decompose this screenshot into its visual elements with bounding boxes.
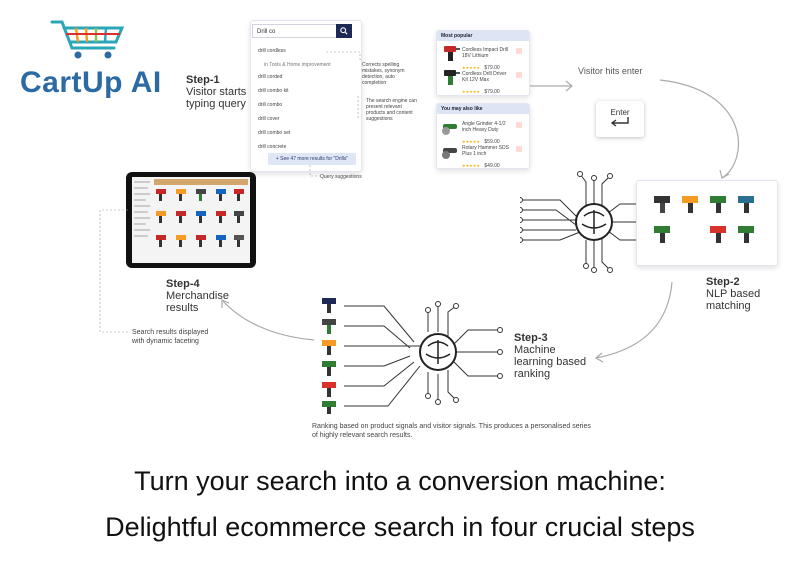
rating: ★★★★★ $59.00 bbox=[462, 130, 500, 148]
faceting-note: Search results displayed with dynamic fa… bbox=[132, 329, 209, 345]
tablet-results bbox=[126, 172, 256, 268]
ml-brain-diagram bbox=[344, 301, 503, 407]
step4-title: Step-4 bbox=[166, 278, 200, 290]
step4-label: Step-4 Merchandise results bbox=[166, 278, 246, 314]
matched-products-grid bbox=[652, 194, 764, 254]
drill-icon bbox=[444, 70, 460, 85]
product-name: Cordless Drill Driver Kit 12V Max bbox=[462, 71, 507, 83]
step2-label: Step-2 NLP based matching bbox=[706, 276, 776, 312]
product-price: $79.00 bbox=[484, 89, 500, 95]
step3-label: Step-3 Machine learning based ranking bbox=[514, 332, 594, 380]
rating: ★★★★★ $49.00 bbox=[462, 154, 500, 172]
ranking-note: Ranking based on product signals and vis… bbox=[312, 423, 591, 439]
nlp-brain-diagram bbox=[520, 171, 650, 273]
cart-add-button[interactable] bbox=[516, 72, 522, 78]
drill-icon bbox=[654, 196, 754, 243]
see-all-results-button[interactable]: + See 47 more results for "Drills" bbox=[268, 153, 356, 165]
product-name: Cordless Impact Drill 18V Lithium bbox=[462, 47, 509, 59]
spelling-annotation: Corrects spelling mistakes, synonym dete… bbox=[362, 62, 405, 86]
drill-icon bbox=[444, 46, 460, 61]
logo-text: CartUp AI bbox=[20, 66, 162, 99]
suggestion-item[interactable]: drill combo kit bbox=[258, 88, 289, 94]
product-row[interactable]: Rotary Hammer SDS Plus 1 inch ★★★★★ $49.… bbox=[440, 142, 522, 169]
suggestion-item[interactable]: drill concrete bbox=[258, 144, 287, 150]
suggestion-item[interactable]: drill combo bbox=[258, 102, 283, 108]
star-rating: ★★★★★ bbox=[462, 163, 480, 168]
annotation-lines bbox=[309, 51, 361, 177]
star-rating: ★★★★★ bbox=[462, 139, 480, 144]
cart-add-button[interactable] bbox=[516, 122, 522, 128]
shopping-cart-icon bbox=[50, 20, 125, 59]
flow-arrow bbox=[594, 281, 673, 363]
angle-grinder-icon bbox=[442, 148, 457, 159]
logo bbox=[48, 18, 128, 60]
may-like-title: You may also like bbox=[437, 104, 529, 114]
flow-arrow bbox=[659, 79, 740, 179]
suggestion-category[interactable]: in Tools & Home improvement bbox=[264, 62, 331, 68]
step3-desc: Machine learning based ranking bbox=[514, 344, 587, 380]
enter-key-label: Enter bbox=[610, 108, 630, 117]
annotation-lines bbox=[99, 209, 130, 333]
tagline-line1: Turn your search into a conversion machi… bbox=[134, 466, 666, 496]
most-popular-title: Most popular bbox=[437, 31, 529, 41]
query-annotation: Query suggestions bbox=[320, 174, 362, 180]
product-price: $49.00 bbox=[484, 163, 500, 169]
tagline-line2: Delightful ecommerce search in four cruc… bbox=[105, 512, 695, 542]
star-rating: ★★★★★ bbox=[462, 65, 480, 70]
search-panel bbox=[250, 20, 362, 172]
suggestion-item[interactable]: drill corded bbox=[258, 74, 283, 80]
flow-arrow bbox=[221, 299, 315, 341]
step1-desc: Visitor starts typing query bbox=[186, 86, 247, 110]
search-button[interactable] bbox=[336, 24, 352, 38]
suggestion-item[interactable]: drill combo set bbox=[258, 130, 291, 136]
rating: ★★★★★ $79.00 bbox=[462, 56, 500, 74]
rating: ★★★★★ $79.00 bbox=[462, 80, 500, 98]
search-icon bbox=[340, 27, 348, 35]
step1-title: Step-1 bbox=[186, 74, 220, 86]
ranked-drills-column bbox=[318, 296, 342, 414]
step4-desc: Merchandise results bbox=[166, 290, 229, 314]
step2-title: Step-2 bbox=[706, 276, 740, 288]
product-name: Angle Grinder 4-1/2 inch Heavy Duty bbox=[462, 121, 506, 133]
product-row[interactable]: Cordless Impact Drill 18V Lithium ★★★★★ … bbox=[440, 44, 522, 71]
results-grid bbox=[132, 177, 250, 263]
suggestion-item[interactable]: drill cover bbox=[258, 116, 280, 122]
drill-icon bbox=[322, 298, 336, 414]
star-rating: ★★★★★ bbox=[462, 89, 480, 94]
arrow bbox=[530, 80, 573, 92]
angle-grinder-icon bbox=[442, 124, 457, 135]
product-row[interactable]: Cordless Drill Driver Kit 12V Max ★★★★★ … bbox=[440, 68, 522, 95]
product-price: $79.00 bbox=[484, 65, 500, 71]
suggestion-item[interactable]: drill cordless bbox=[258, 48, 286, 54]
step2-desc: NLP based matching bbox=[706, 288, 761, 312]
step3-title: Step-3 bbox=[514, 332, 548, 344]
product-name: Rotary Hammer SDS Plus 1 inch bbox=[462, 145, 509, 157]
cart-add-button[interactable] bbox=[516, 146, 522, 152]
enter-caption: Visitor hits enter bbox=[578, 66, 643, 76]
product-row[interactable]: Angle Grinder 4-1/2 inch Heavy Duty ★★★★… bbox=[440, 118, 522, 145]
may-like-card: You may also like bbox=[436, 103, 530, 169]
search-input[interactable]: Drill co bbox=[252, 24, 352, 38]
enter-key[interactable]: Enter bbox=[596, 101, 644, 137]
drill-icon bbox=[156, 189, 244, 247]
suggest-annotation: The search engine can present relevant p… bbox=[366, 98, 417, 122]
product-price: $59.00 bbox=[484, 139, 500, 145]
matched-products-card bbox=[636, 180, 778, 266]
enter-arrow-icon bbox=[610, 117, 629, 127]
cart-add-button[interactable] bbox=[516, 48, 522, 54]
step1-label: Step-1 Visitor starts typing query bbox=[186, 74, 256, 110]
